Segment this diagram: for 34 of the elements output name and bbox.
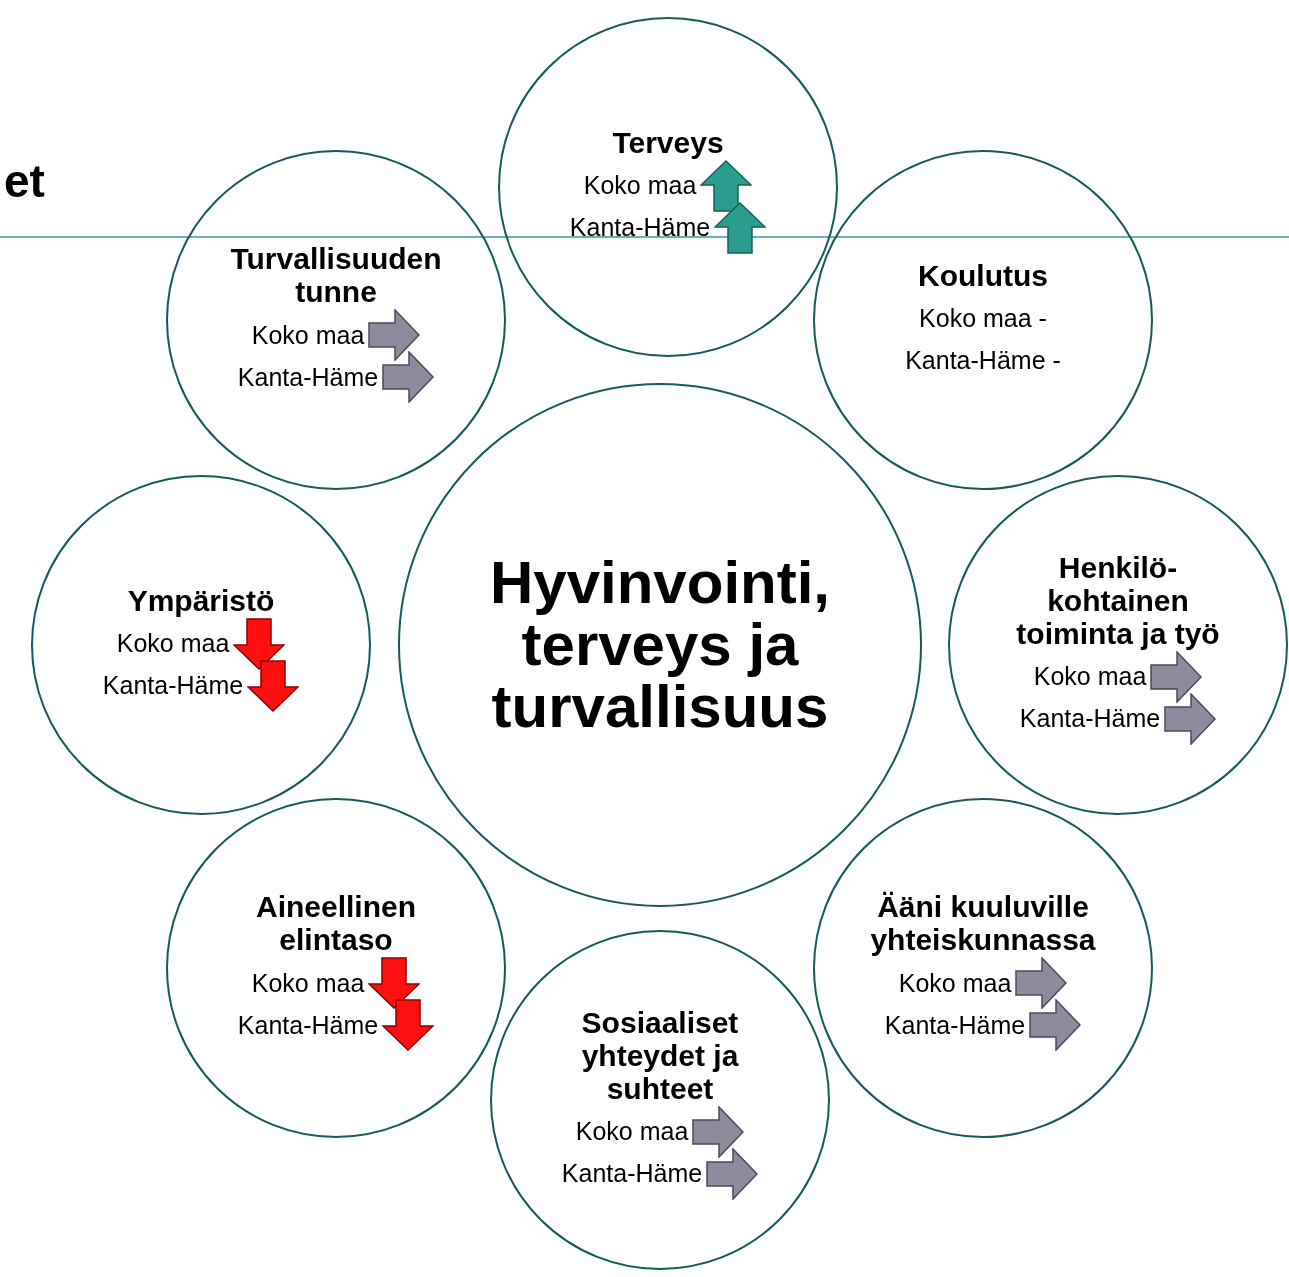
- topic-circle: [813, 798, 1153, 1138]
- region-label: Koko maa: [898, 968, 1012, 998]
- topic-circle: [498, 17, 838, 357]
- region-label: Kanta-Häme -: [905, 346, 1061, 375]
- region-label: Koko maa: [1033, 662, 1147, 691]
- region-label: Koko maa: [251, 968, 365, 998]
- region-label: Koko maa: [575, 1117, 689, 1146]
- heading-fragment: et: [4, 156, 45, 206]
- circle-heading: Henkilö-kohtainen toiminta ja työ: [1015, 550, 1221, 650]
- central-title: Hyvinvointi, terveys ja turvallisuus: [488, 552, 832, 738]
- topic-circle: [490, 930, 830, 1270]
- region-label: Kanta-Häme: [237, 1010, 379, 1040]
- topic-circle: [31, 475, 371, 815]
- topic-circle: [166, 798, 506, 1138]
- region-label: Kanta-Häme: [102, 671, 244, 700]
- circle-heading: Turvallisuuden tunne: [229, 242, 443, 308]
- circle-heading: Ääni kuuluville yhteiskunnassa: [869, 890, 1097, 956]
- region-label: Kanta-Häme: [561, 1159, 703, 1188]
- circle-heading: Sosiaaliset yhteydet ja suhteet: [580, 1005, 740, 1105]
- region-label: Kanta-Häme: [569, 213, 711, 242]
- circle-heading: Terveys: [611, 125, 725, 159]
- region-label: Koko maa: [251, 320, 365, 350]
- region-label: Koko maa -: [919, 304, 1047, 333]
- region-label: Kanta-Häme: [1019, 704, 1161, 733]
- region-label: Kanta-Häme: [884, 1010, 1026, 1040]
- topic-circle: [948, 475, 1288, 815]
- region-label: Koko maa: [116, 629, 230, 658]
- circle-heading: Ympäristö: [126, 583, 276, 617]
- topic-circle: [813, 150, 1153, 490]
- region-label: Kanta-Häme: [237, 362, 379, 392]
- region-label: Koko maa: [583, 171, 697, 200]
- circle-heading: Aineellinen elintaso: [254, 890, 417, 956]
- topic-circle: [166, 150, 506, 490]
- circle-heading: Koulutus: [917, 258, 1049, 292]
